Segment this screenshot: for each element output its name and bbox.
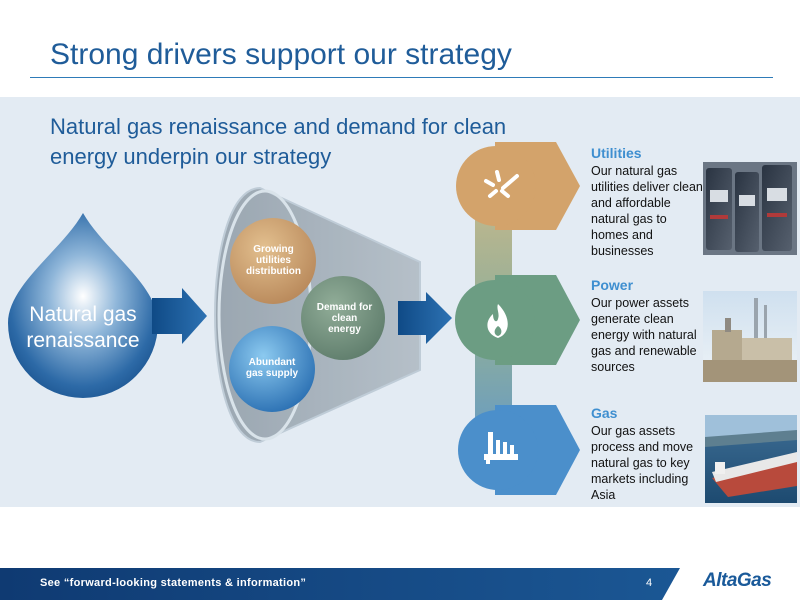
segment-title-utilities: Utilities [591,145,642,161]
title-rule [30,77,773,78]
power-photo [703,291,797,382]
page-title: Strong drivers support our strategy [50,38,512,71]
footer-logo-area [662,568,800,600]
segment-circle-power [455,280,535,360]
gas-photo [705,415,797,503]
driver-circle-demand [301,276,385,360]
gas-meter-icon [484,170,519,198]
footer-disclaimer-link[interactable]: See “forward-looking statements & inform… [40,577,307,589]
drop-label: Natural gas renaissance [8,302,158,354]
driver-label-line: Growing [253,244,294,255]
drop-label-line1: Natural gas [29,303,137,326]
driver-label-demand: Demand for clean energy [307,302,382,335]
segment-desc-power: Our power assets generate clean energy w… [591,296,697,374]
driver-label-line: utilities [255,255,291,266]
segment-title-power: Power [591,277,634,293]
page-number: 4 [646,577,653,589]
gas-drop-shape [8,213,158,398]
driver-label-line: clean [331,313,358,324]
driver-circle-supply [229,326,315,412]
driver-label-line: Demand for [316,302,373,313]
flow-arrow-2 [398,292,452,344]
flow-arrow-1 [152,288,207,344]
altagas-logo: AltaGas [703,570,772,591]
driver-label-line: energy [328,324,361,335]
driver-label-line: Abundant [248,357,296,368]
driver-label-line: gas supply [245,368,299,379]
utilities-photo [703,162,797,255]
segment-title-gas: Gas [591,405,618,421]
segment-desc-gas: Our gas assets process and move natural … [591,424,694,502]
segment-circle-utilities [456,146,536,226]
driver-label-utilities: Growing utilities distribution [236,244,311,277]
driver-label-supply: Abundant gas supply [234,357,310,379]
drop-label-line2: renaissance [26,329,140,352]
gas-plant-icon [484,432,518,464]
driver-label-line: distribution [246,266,301,277]
flame-icon [487,304,508,338]
subtitle: Natural gas renaissance and demand for c… [50,114,507,169]
driver-circle-utilities [230,218,316,304]
segment-desc-utilities: Our natural gas utilities deliver clean … [591,164,703,258]
